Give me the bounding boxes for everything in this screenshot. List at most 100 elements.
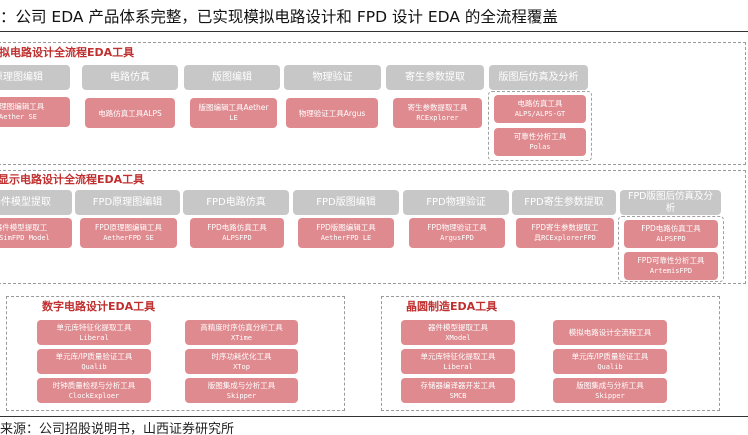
tool-name: 单元库特征化提取工具 (56, 322, 132, 332)
wafer-tool-card: 单元库/IP质量验证工具 Qualib (553, 349, 667, 374)
digital-tool-card: 时钟质量检视与分析工具 ClockExploer (37, 378, 151, 403)
tool-product-name: ALPS/ALPS-GT (514, 110, 566, 118)
analog-tool-card: 版图编辑工具Aether LE (190, 98, 277, 128)
tool-name: 单元库/IP质量验证工具 (571, 351, 649, 361)
digital-eda-panel (6, 296, 345, 411)
fpd-stage-header: FPD寄生参数提取 (512, 190, 616, 215)
fpd-stage-header: FPD版图编辑 (293, 190, 399, 215)
fpd-eda-panel (0, 170, 746, 284)
wafer-section-title: 晶圆制造EDA工具 (406, 300, 498, 313)
tool-product-name: Aether SE (0, 113, 37, 121)
tool-product-name: Qualib (597, 362, 623, 371)
tool-product-name: AetherFPD LE (320, 234, 372, 242)
tool-name: FPD寄生参数提取工 (531, 223, 599, 232)
tool-name: 存储器编译器开发工具 (420, 380, 496, 390)
fpd-stage-header: FPD版图后仿真及分析 (620, 190, 721, 215)
wafer-tool-card: 存储器编译器开发工具 SMCB (401, 378, 515, 403)
tool-name: 可靠性分析工具 (513, 132, 567, 141)
tool-name: 版图编辑工具Aether (198, 103, 269, 112)
tool-name: 版图集成与分析工具 (576, 380, 644, 390)
tool-name: 单元库/IP质量验证工具 (55, 351, 133, 361)
analog-stage-header: 电路仿真 (82, 65, 178, 90)
tool-name: 物理验证工具Argus (298, 108, 366, 118)
tool-product-name: XTime (230, 333, 253, 342)
analog-stage-header: 寄生参数提取 (386, 65, 484, 90)
fpd-tool-card: FPD版图编辑工具 AetherFPD LE (298, 218, 394, 248)
fpd-post-sim-tool-group (618, 216, 724, 282)
tool-product-name: ArgusFPD (440, 234, 474, 242)
fpd-tool-card: 器件模型提取工 具SimFPD Model (0, 218, 72, 248)
tool-product-name: XModel (445, 333, 471, 342)
tool-product-name: 具SimFPD Model (0, 234, 50, 242)
tool-product-name: LE (229, 114, 238, 122)
tool-name: FPD原理图编辑工具 (94, 223, 163, 232)
tool-product-name: 具RCExplorerFPD (534, 234, 596, 242)
tool-name: FPD版图编辑工具 (316, 223, 376, 232)
digital-tool-card: 时序功耗优化工具 XTop (185, 349, 298, 374)
analog-tool-card: 原理图编辑工具 Aether SE (0, 97, 70, 127)
digital-tool-card: 单元库/IP质量验证工具 Qualib (37, 349, 151, 374)
digital-tool-card: 版图集成与分析工具 Skipper (185, 378, 298, 403)
fpd-tool-card: FPD电路仿真工具 ALPSFPD (190, 218, 284, 248)
tool-name: 电路仿真工具ALPS (98, 108, 162, 118)
analog-tool-card: 物理验证工具Argus (286, 98, 378, 128)
tool-name: FPD物理验证工具 (427, 223, 487, 232)
analog-stage-header: 物理验证 (284, 65, 381, 90)
top-rule (0, 31, 748, 32)
analog-tool-card: 可靠性分析工具 Polas (494, 128, 586, 156)
tool-name: FPD电路仿真工具 (641, 224, 701, 233)
bottom-rule (0, 416, 748, 417)
tool-name: 寄生参数提取工具 (407, 103, 468, 112)
fpd-tool-card: FPD可靠性分析工具 ArtemisFPD (624, 252, 718, 280)
wafer-tool-card: 器件模型提取工具 XModel (401, 320, 515, 345)
tool-name: 版图集成与分析工具 (207, 380, 276, 390)
tool-product-name: Skipper (226, 391, 257, 400)
tool-name: 时钟质量检视与分析工具 (52, 380, 136, 390)
wafer-tool-card: 版图集成与分析工具 Skipper (553, 378, 667, 403)
fpd-stage-header: FPD原理图编辑 (75, 190, 180, 215)
tool-product-name: Skipper (595, 391, 625, 400)
fpd-section-title: 平板显示电路设计全流程EDA工具 (0, 173, 145, 186)
analog-section-title: 模拟电路设计全流程EDA工具 (0, 46, 135, 59)
tool-product-name: ALPSFPD (222, 234, 252, 242)
digital-tool-card: 单元库特征化提取工具 Liberal (37, 320, 151, 345)
analog-stage-header: 版图后仿真及分析 (489, 65, 588, 90)
post-sim-tool-group (488, 91, 592, 161)
tool-name: 电路仿真工具 (517, 99, 563, 108)
tool-product-name: SMCB (449, 391, 467, 400)
fpd-stage-header: FPD物理验证 (403, 190, 509, 215)
tool-name: FPD电路仿真工具 (207, 223, 267, 232)
tool-name: 单元库特征化提取工具 (420, 351, 496, 361)
tool-name: 高精度时序仿真分析工具 (200, 322, 283, 332)
analog-tool-card: 电路仿真工具 ALPS/ALPS-GT (494, 95, 586, 123)
analog-eda-panel (0, 42, 746, 165)
fpd-tool-card: FPD原理图编辑工具 AetherFPD SE (80, 218, 177, 248)
tool-product-name: Liberal (79, 333, 109, 342)
fpd-tool-card: FPD电路仿真工具 ALPSFPD (624, 220, 718, 248)
analog-tool-card: 电路仿真工具ALPS (85, 98, 175, 128)
tool-product-name: RCExplorer (416, 114, 459, 122)
fpd-stage-header: FPD电路仿真 (183, 190, 289, 215)
tool-product-name: AetherFPD SE (103, 234, 154, 242)
tool-product-name: ALPSFPD (656, 235, 686, 243)
wafer-tool-card: 模拟电路设计全流程工具 (553, 320, 667, 345)
digital-section-title: 数字电路设计EDA工具 (42, 300, 156, 313)
tool-name: 模拟电路设计全流程工具 (568, 328, 652, 337)
figure-caption: ：公司 EDA 产品体系完整，已实现模拟电路设计和 FPD 设计 EDA 的全流… (0, 8, 558, 26)
fpd-tool-card: FPD寄生参数提取工 具RCExplorerFPD (516, 218, 614, 248)
tool-name: 器件模型提取工 (0, 223, 48, 232)
source-note: 来源：公司招股说明书，山西证券研究所 (0, 422, 235, 435)
tool-name: 器件模型提取工具 (428, 322, 488, 332)
tool-name: 原理图编辑工具 (0, 102, 45, 111)
analog-tool-card: 寄生参数提取工具 RCExplorer (393, 98, 482, 128)
tool-product-name: Liberal (443, 362, 473, 371)
tool-product-name: Qualib (81, 362, 107, 371)
digital-tool-card: 高精度时序仿真分析工具 XTime (185, 320, 298, 345)
tool-product-name: ClockExploer (68, 391, 120, 400)
tool-product-name: ArtemisFPD (649, 267, 693, 275)
wafer-tool-card: 单元库特征化提取工具 Liberal (401, 349, 515, 374)
analog-stage-header: 版图编辑 (184, 65, 280, 90)
tool-name: FPD可靠性分析工具 (637, 256, 705, 265)
analog-stage-header: 原理图编辑 (0, 65, 70, 90)
tool-product-name: Polas (529, 143, 551, 151)
